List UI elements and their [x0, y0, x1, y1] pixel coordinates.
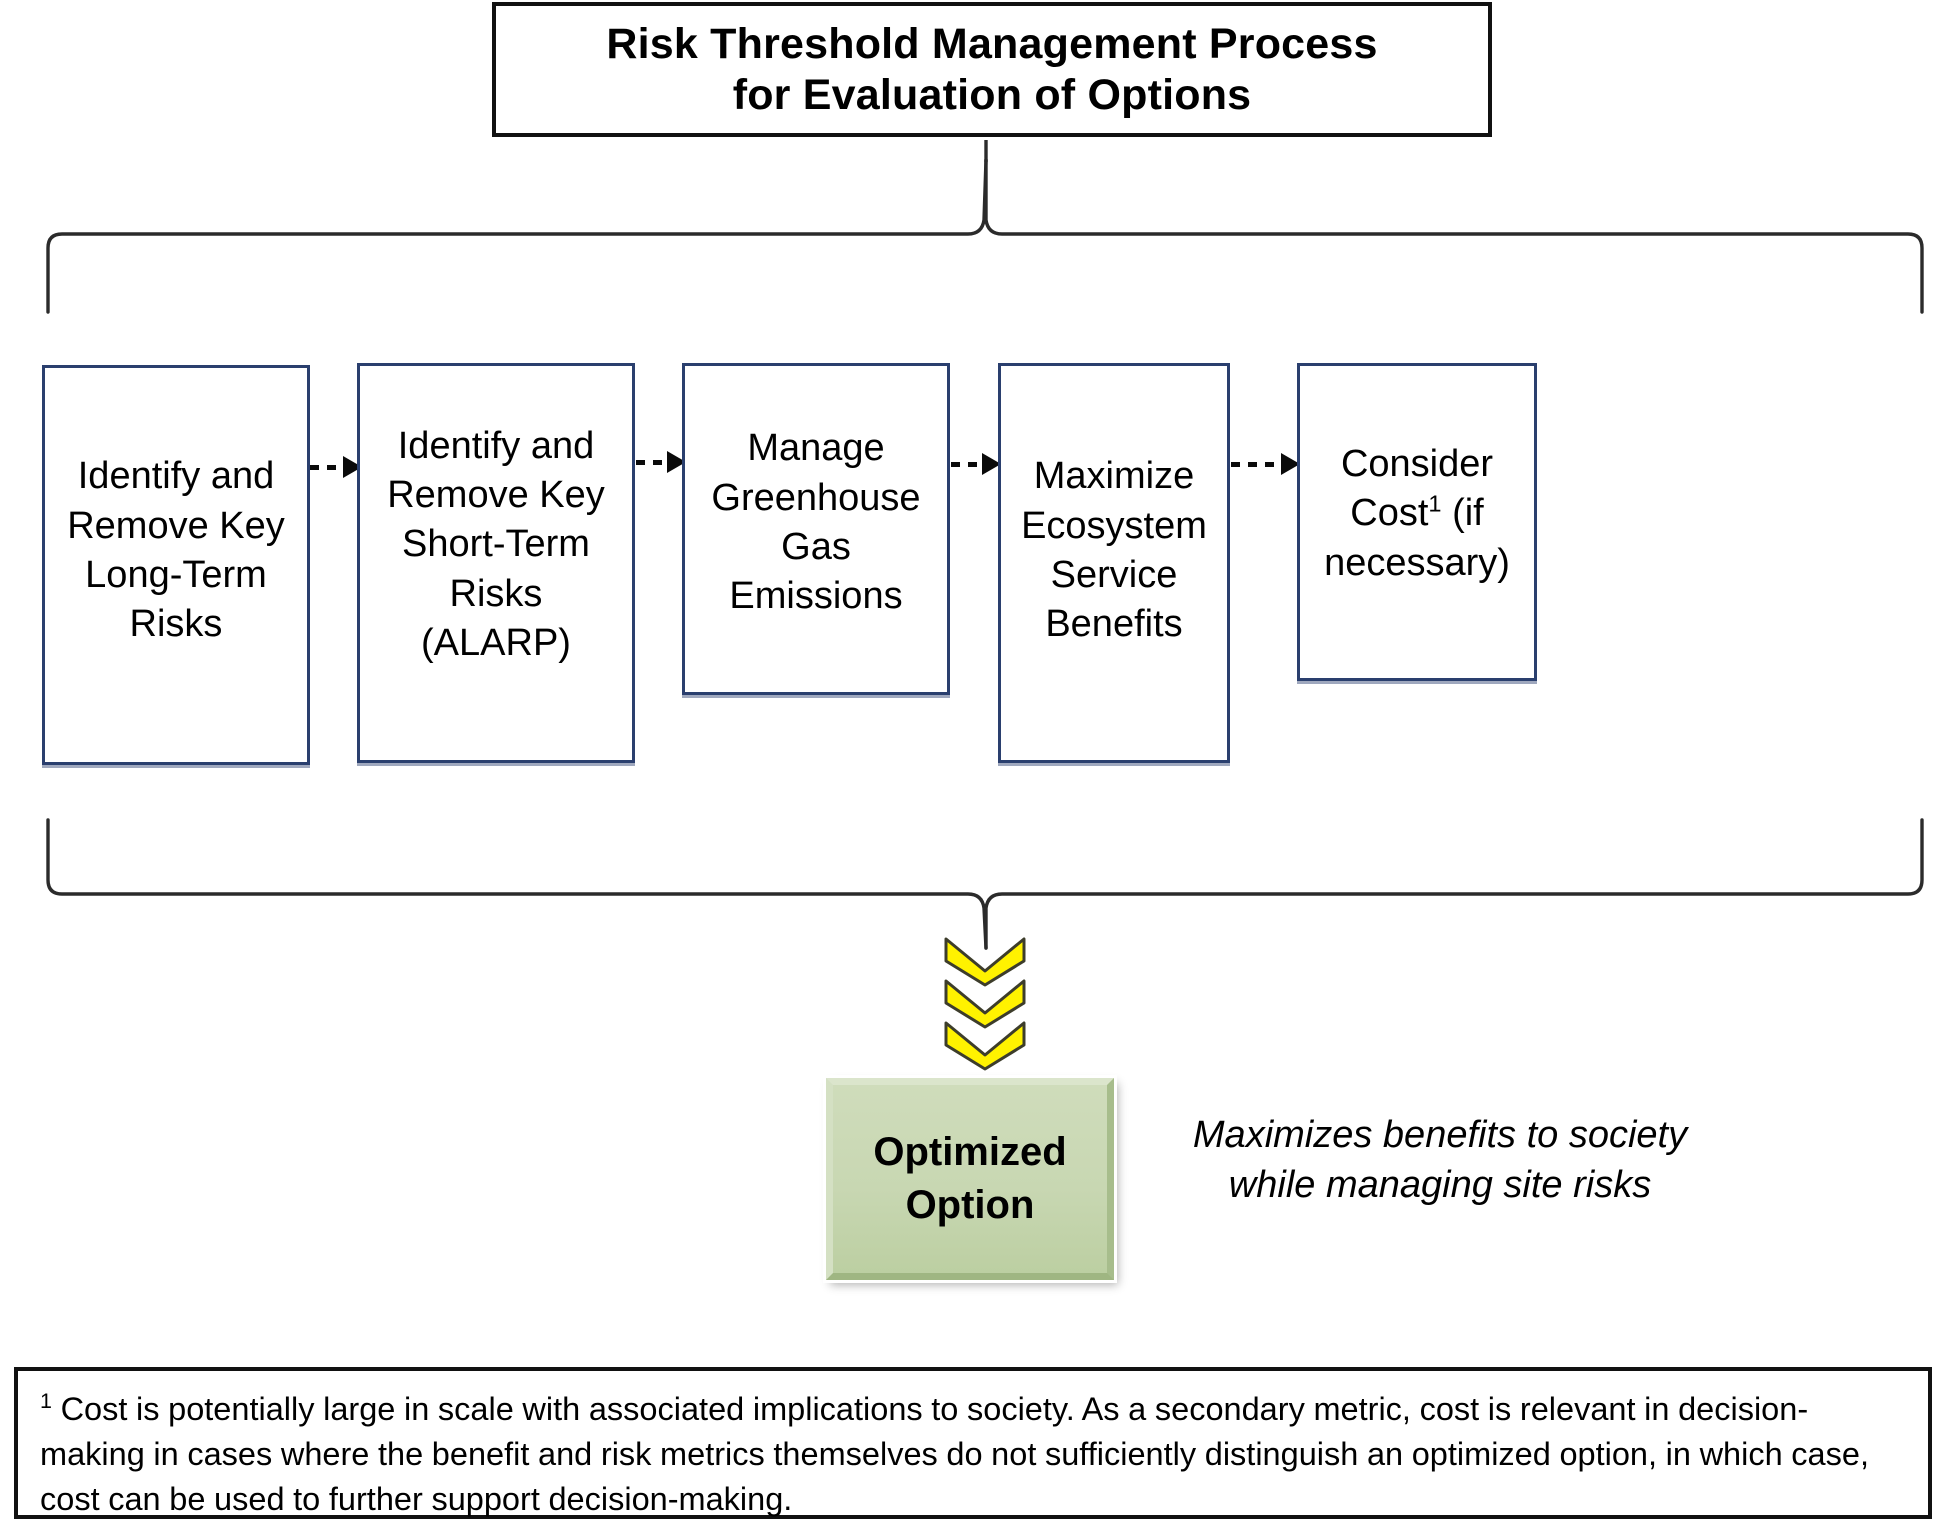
process-step-consider-cost[interactable]: Consider Cost1 (if necessary) [1297, 363, 1537, 681]
footnote-body: Cost is potentially large in scale with … [40, 1391, 1869, 1517]
process-step-label: Maximize Ecosystem Service Benefits [1021, 455, 1207, 646]
process-step-identify-remove-long-term-risks[interactable]: Identify and Remove Key Long-Term Risks [42, 365, 310, 765]
diagram-title-box: Risk Threshold Management Process for Ev… [492, 2, 1492, 137]
arrow-head-icon [982, 453, 1001, 475]
footnote-marker: 1 [1428, 490, 1442, 517]
dotted-line [310, 464, 342, 470]
flow-down-chevrons [942, 935, 1028, 1075]
process-step-label: Consider Cost1 (if necessary) [1324, 442, 1510, 584]
footnote-marker: 1 [40, 1389, 52, 1414]
diagram-title-line-1: Risk Threshold Management Process [606, 19, 1378, 68]
arrow-head-icon [667, 451, 686, 473]
process-step-label: Manage Greenhouse Gas Emissions [711, 427, 921, 618]
dotted-line [636, 459, 666, 465]
process-step-manage-greenhouse-gas-emissions[interactable]: Manage Greenhouse Gas Emissions [682, 363, 950, 695]
process-step-label: Identify and Remove Key Short-Term Risks… [387, 424, 605, 665]
chevron-down-icon [944, 937, 1026, 987]
process-step-identify-remove-short-term-risks[interactable]: Identify and Remove Key Short-Term Risks… [357, 363, 635, 763]
footnote-box: 1 Cost is potentially large in scale wit… [14, 1367, 1932, 1519]
optimized-option-box[interactable]: Optimized Option [826, 1078, 1114, 1280]
optimized-option-label: Optimized Option [873, 1130, 1067, 1227]
connector-arrow-2 [636, 450, 686, 474]
footnote-text: 1 Cost is potentially large in scale wit… [40, 1387, 1908, 1522]
connector-arrow-3 [951, 452, 1001, 476]
process-step-label: Identify and Remove Key Long-Term Risks [67, 455, 285, 646]
curly-brace-down-icon [46, 818, 1924, 950]
diagram-title-line-2: for Evaluation of Options [732, 70, 1252, 119]
connector-arrow-1 [310, 455, 362, 479]
chevron-down-icon [944, 979, 1026, 1029]
dotted-line [951, 461, 981, 467]
process-step-cost-line: Cost1 (if [1350, 490, 1484, 535]
process-step-maximize-ecosystem-service-benefits[interactable]: Maximize Ecosystem Service Benefits [998, 363, 1230, 763]
outcome-caption: Maximizes benefits to society while mana… [1192, 1114, 1688, 1207]
chevron-down-icon [944, 1021, 1026, 1071]
curly-brace-up-icon [46, 158, 1924, 314]
dotted-line [1231, 461, 1280, 467]
connector-arrow-4 [1231, 452, 1300, 476]
arrow-head-icon [1281, 453, 1300, 475]
